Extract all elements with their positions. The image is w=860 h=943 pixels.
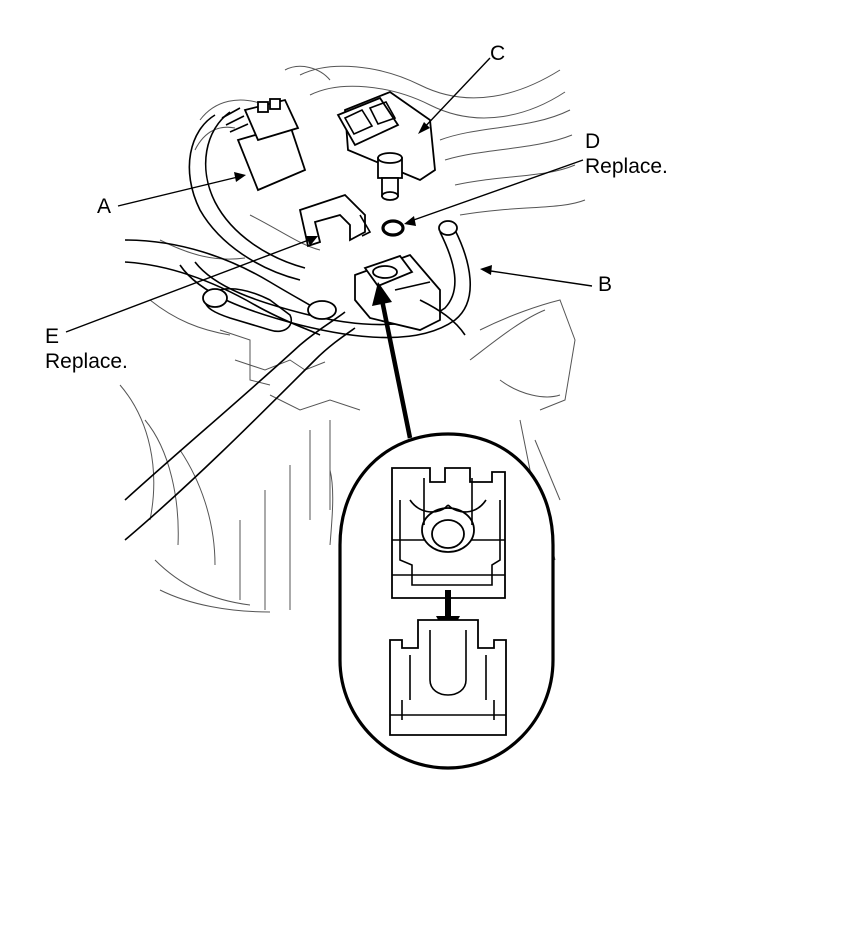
sensor-c [336, 90, 436, 201]
leader-e [65, 237, 315, 333]
label-e-note: Replace. [45, 350, 128, 373]
leader-c [419, 57, 491, 133]
detail-clip-removed [389, 619, 507, 736]
leader-d [407, 159, 584, 223]
leader-lines [65, 57, 593, 333]
label-d-note: Replace. [585, 155, 668, 178]
leader-a [117, 175, 243, 207]
detail-clip-installed [391, 467, 506, 599]
label-b: B [598, 273, 613, 296]
engine-background-outline [119, 65, 586, 613]
label-c: C [490, 42, 506, 65]
o-ring-d [381, 219, 405, 237]
label-a: A [97, 195, 112, 218]
clip-e [298, 193, 372, 248]
mounting-housing [354, 253, 466, 336]
label-d: D [585, 130, 601, 153]
leader-b [483, 269, 593, 287]
hose-fitting-left [202, 288, 292, 333]
connector-a [188, 98, 307, 281]
detail-pointer-arrow [372, 282, 413, 439]
label-e: E [45, 325, 60, 348]
hose-b [179, 220, 472, 339]
wire-harness [124, 239, 356, 541]
